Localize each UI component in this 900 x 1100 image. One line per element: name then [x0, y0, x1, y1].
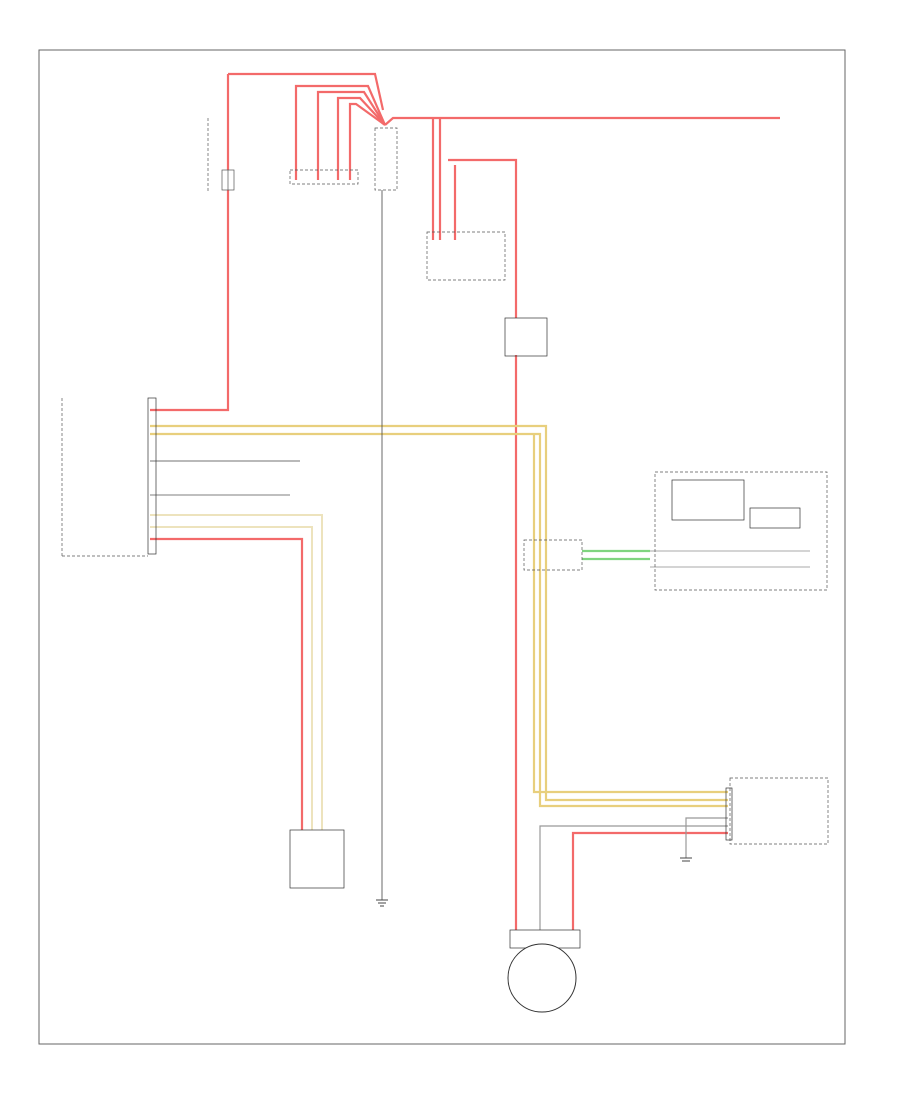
engine-control-module	[725, 777, 829, 845]
generator	[507, 929, 581, 1013]
diagram-frame	[38, 49, 846, 1045]
underhood-fuse-block	[426, 231, 506, 281]
underhood-feed-3	[448, 158, 518, 318]
pd-wire-3	[336, 96, 386, 180]
pd-wire-1	[294, 84, 387, 180]
serial-data-wire-2	[150, 432, 728, 808]
ecm-gray-wire-2	[685, 817, 728, 858]
ecm-gen-red-wire	[571, 831, 728, 930]
bcm-current-sense-wire	[150, 537, 304, 830]
main-bus-wire	[384, 116, 780, 126]
relay-block	[374, 127, 398, 191]
ground-1	[376, 899, 388, 907]
fusible-link	[504, 317, 548, 357]
current-sense-wire-pale-2	[150, 526, 313, 830]
serial-data-wire-1	[150, 424, 728, 802]
ground-2	[680, 857, 692, 862]
pd-wire-4	[348, 102, 386, 180]
fuse-block-left	[207, 118, 235, 192]
body-control-module	[61, 397, 157, 557]
dlc-connector	[523, 539, 583, 571]
pd-wire-2	[316, 90, 386, 180]
battery-current-sensor	[289, 829, 345, 889]
battery-feed-wire	[228, 72, 385, 111]
fuse-feed-wire	[150, 74, 230, 412]
current-sense-wire-pale	[150, 514, 323, 830]
ecm-gray-wire	[539, 825, 728, 930]
instrument-cluster	[650, 471, 828, 591]
serial-data-wire-3	[532, 434, 728, 794]
power-distribution	[289, 169, 359, 185]
